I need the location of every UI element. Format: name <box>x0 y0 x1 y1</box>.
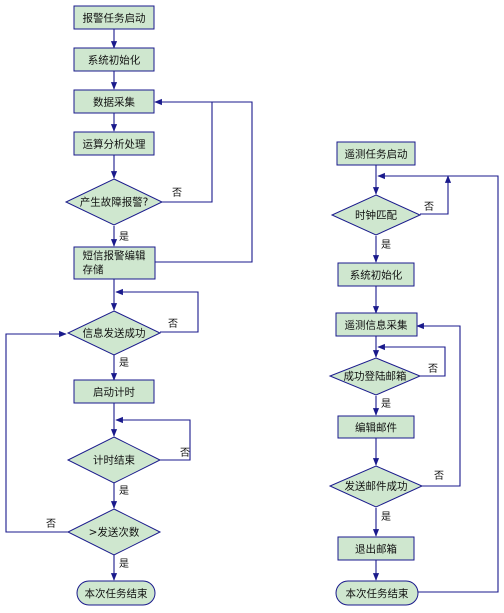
left-decision-timer: 计时结束 <box>66 436 162 484</box>
right-collect-box <box>335 312 418 337</box>
right-node-end: 本次任务结束 <box>335 580 419 606</box>
left-init-label: 系统初始化 <box>88 54 141 67</box>
left-decision-send: 信息发送成功 <box>66 310 162 356</box>
left-sms-edit-box <box>73 246 156 280</box>
right-end-terminal <box>335 580 419 606</box>
left-node-analyze: 运算分析处理 <box>73 131 155 156</box>
right-no-login: 否 <box>428 363 438 375</box>
left-node-timer-start: 启动计时 <box>73 379 155 404</box>
left-node-collect: 数据采集 <box>73 89 155 114</box>
right-decision-login: 成功登陆邮箱 <box>328 357 422 396</box>
right-mail-diamond <box>328 465 424 508</box>
left-analyze-label: 运算分析处理 <box>83 138 146 151</box>
left-loop-storage <box>155 101 253 263</box>
left-sms-store-label: 存储 <box>83 263 104 276</box>
right-loop-clock-no <box>420 175 452 215</box>
right-connectors <box>372 165 499 593</box>
left-fault-diamond <box>64 178 164 226</box>
left-no-count: 否 <box>46 518 56 530</box>
left-connectors <box>5 29 253 581</box>
left-send-label: 信息发送成功 <box>83 327 146 340</box>
right-loop-login-no <box>377 343 446 377</box>
right-node-edit-mail: 编辑邮件 <box>337 415 415 439</box>
right-start-label: 遥测任务启动 <box>345 148 408 161</box>
left-yes-fault: 是 <box>119 231 129 243</box>
left-no-fault: 否 <box>172 187 182 199</box>
left-start-box <box>73 5 155 30</box>
left-decision-count: >发送次数 <box>66 508 162 556</box>
right-no-mail: 否 <box>434 470 444 482</box>
left-timer-start-box <box>73 379 155 404</box>
left-loop-fault-no <box>154 98 213 203</box>
right-node-logout: 退出邮箱 <box>337 536 415 561</box>
left-analyze-box <box>73 131 155 156</box>
right-init-label: 系统初始化 <box>350 269 403 282</box>
left-count-diamond <box>66 508 162 556</box>
left-collect-box <box>73 89 155 114</box>
right-logout-label: 退出邮箱 <box>355 543 397 556</box>
left-node-end: 本次任务结束 <box>76 580 156 606</box>
left-timer-diamond <box>66 436 162 484</box>
right-node-collect: 遥测信息采集 <box>335 312 418 337</box>
left-node-start: 报警任务启动 <box>73 5 155 30</box>
right-yes-mail: 是 <box>381 511 391 523</box>
right-decision-clock: 时钟匹配 <box>330 194 422 236</box>
right-login-diamond <box>328 357 422 396</box>
left-end-terminal <box>76 580 156 606</box>
right-end-label: 本次任务结束 <box>346 587 409 600</box>
right-yes-login: 是 <box>381 398 391 410</box>
left-loop-count-no <box>5 330 68 533</box>
left-end-label: 本次任务结束 <box>85 587 148 600</box>
left-no-timer: 否 <box>180 447 190 459</box>
right-clock-diamond <box>330 194 422 236</box>
right-no-clock: 否 <box>424 201 434 213</box>
left-loop-timer-no <box>115 416 191 461</box>
right-start-box <box>336 141 416 166</box>
right-edit-mail-box <box>337 415 415 439</box>
left-decision-fault: 产生故障报警? <box>64 178 164 226</box>
left-timer-label: 计时结束 <box>93 454 135 467</box>
right-login-label: 成功登陆邮箱 <box>344 370 407 383</box>
right-node-init: 系统初始化 <box>337 262 415 287</box>
left-yes-count: 是 <box>119 558 129 570</box>
right-decision-mail: 发送邮件成功 <box>328 465 424 508</box>
right-mail-label: 发送邮件成功 <box>345 480 408 493</box>
left-yes-send: 是 <box>119 357 129 369</box>
right-loop-mail-no <box>416 322 461 487</box>
left-fault-label: 产生故障报警? <box>80 196 149 209</box>
right-logout-box <box>337 536 415 561</box>
right-clock-label: 时钟匹配 <box>355 209 397 222</box>
left-init-box <box>73 47 155 72</box>
right-node-start: 遥测任务启动 <box>336 141 416 166</box>
left-node-init: 系统初始化 <box>73 47 155 72</box>
left-send-diamond <box>66 310 162 356</box>
right-edit-mail-label: 编辑邮件 <box>355 421 397 434</box>
left-sms-edit-label: 短信报警编辑 <box>83 249 146 262</box>
right-init-box <box>337 262 415 287</box>
left-node-sms-edit: 短信报警编辑 存储 <box>73 246 156 280</box>
left-start-label: 报警任务启动 <box>83 12 146 25</box>
left-yes-timer: 是 <box>119 485 129 497</box>
left-no-send: 否 <box>168 318 178 330</box>
right-yes-clock: 是 <box>381 239 391 251</box>
left-collect-label: 数据采集 <box>93 96 135 109</box>
right-collect-label: 遥测信息采集 <box>345 319 408 332</box>
right-loop-end <box>377 172 499 593</box>
left-loop-send-no <box>115 288 199 333</box>
left-timer-start-label: 启动计时 <box>93 386 135 399</box>
left-count-label: >发送次数 <box>89 526 140 539</box>
